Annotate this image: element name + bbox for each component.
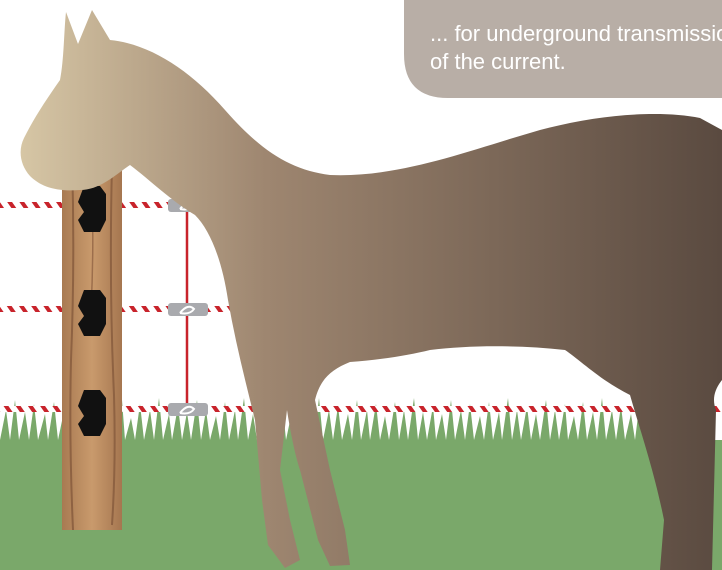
callout-text: ... for underground transmission of the … xyxy=(430,20,722,76)
callout-line-2: of the current. xyxy=(430,48,722,76)
cable-connector-icon xyxy=(168,303,208,316)
wire-top-front xyxy=(0,202,62,208)
wire-bottom-front xyxy=(0,406,62,412)
callout-line-1: ... for underground transmission xyxy=(430,20,722,48)
wire-middle-front xyxy=(0,306,62,312)
cable-connector-icon xyxy=(168,403,208,416)
